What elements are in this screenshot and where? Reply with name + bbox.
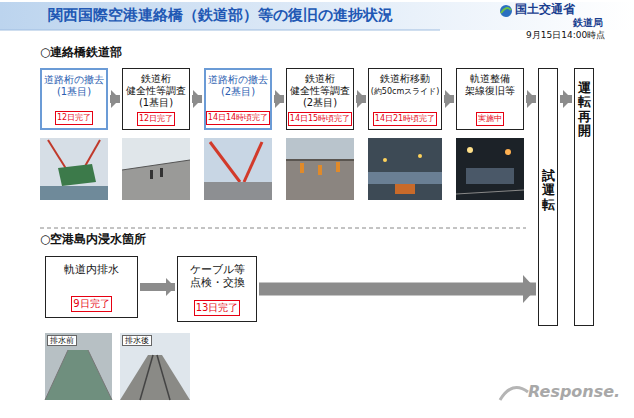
watermark-swoosh: [500, 388, 528, 401]
process-box: 道路桁の撤去 (2基目) 14日14時頃完了: [204, 68, 272, 130]
flow-arrow: [274, 95, 284, 103]
step-text: ケーブル等 点検・交換: [180, 263, 254, 289]
timestamp: 9月15日14:00時点: [526, 30, 605, 40]
step-text: 鉄道桁 健全性等調査 (1基目): [124, 73, 188, 109]
process-box: ケーブル等 点検・交換 13日完了: [177, 256, 257, 322]
stage-box: 運転再開: [574, 68, 594, 326]
status-text: 14日14時頃完了: [208, 113, 268, 123]
photo: [456, 138, 524, 200]
stage-text: 試運転: [542, 169, 555, 212]
logo-swirl: [501, 8, 511, 13]
title-rule: [0, 30, 440, 31]
process-box: 鉄道桁 健全性等調査 (1基目) 12日完了: [122, 68, 190, 130]
step-text: 鉄道桁移動: [370, 73, 440, 85]
process-box: 鉄道桁 健全性等調査 (2基目) 14日15時頃完了: [286, 68, 354, 130]
section-heading: ○空港島内浸水箇所: [40, 233, 146, 247]
section-heading: ○連絡橋鉄道部: [40, 46, 122, 60]
stage-text: 運転再開: [578, 81, 591, 138]
step-text: 軌道内排水: [48, 263, 135, 276]
flow-arrow: [259, 283, 536, 296]
status-text: 13日完了: [196, 302, 239, 314]
step-text: 軌道整備 架線復旧等: [458, 73, 522, 97]
status-box: 14日15時頃完了: [288, 112, 352, 126]
diagram-title: 関西国際空港連絡橋（鉄道部）等の復旧の進捗状況: [48, 6, 393, 24]
photo: [286, 138, 354, 200]
status-box: 14日21時頃完了: [373, 112, 437, 126]
status-box: 13日完了: [194, 300, 241, 316]
status-text: 9日完了: [73, 298, 109, 310]
logo-mark: [500, 5, 512, 17]
agency-name: 国土交通省: [515, 3, 575, 17]
process-box: 軌道整備 架線復旧等実施中: [456, 68, 524, 130]
photo: [45, 333, 112, 400]
status-box: 14日14時頃完了: [206, 111, 270, 125]
status-text: 実施中: [478, 114, 502, 124]
step-text: 鉄道桁 健全性等調査 (2基目): [288, 73, 352, 109]
status-text: 14日15時頃完了: [290, 114, 350, 124]
status-box: 12日完了: [55, 111, 93, 125]
title-band: [0, 2, 634, 30]
flow-arrow: [192, 95, 202, 103]
flow-arrow: [560, 95, 572, 103]
photo: [40, 138, 108, 200]
bureau-name: 鉄道局: [573, 17, 603, 29]
photo: [204, 138, 272, 200]
status-text: 12日完了: [139, 114, 173, 124]
flow-arrow: [110, 95, 120, 103]
process-box: 道路桁の撤去 (1基目) 12日完了: [40, 68, 108, 130]
photo-tag: 排水後: [122, 335, 152, 346]
watermark: Response.: [528, 383, 620, 401]
step-text: (約50cmスライド): [370, 87, 440, 97]
section-divider: [40, 228, 526, 229]
photo: [368, 138, 442, 200]
status-box: 9日完了: [71, 296, 111, 312]
flow-arrow: [526, 95, 536, 103]
status-box: 12日完了: [137, 112, 175, 126]
status-text: 14日21時頃完了: [375, 114, 435, 124]
step-text: 道路桁の撤去 (1基目): [43, 74, 105, 98]
flow-arrow: [356, 95, 366, 103]
process-box: 鉄道桁移動 (約50cmスライド) 14日21時頃完了: [368, 68, 442, 130]
status-text: 12日完了: [57, 113, 91, 123]
photo-tag: 排水前: [47, 335, 77, 346]
photo: [122, 138, 190, 200]
status-box: 実施中: [476, 112, 504, 126]
photo: [120, 333, 190, 400]
flow-arrow: [444, 95, 454, 103]
step-text: 道路桁の撤去 (2基目): [207, 74, 269, 98]
stage-box: 試運転: [538, 68, 558, 326]
process-box: 軌道内排水 9日完了: [45, 256, 138, 318]
flow-arrow: [140, 283, 175, 291]
